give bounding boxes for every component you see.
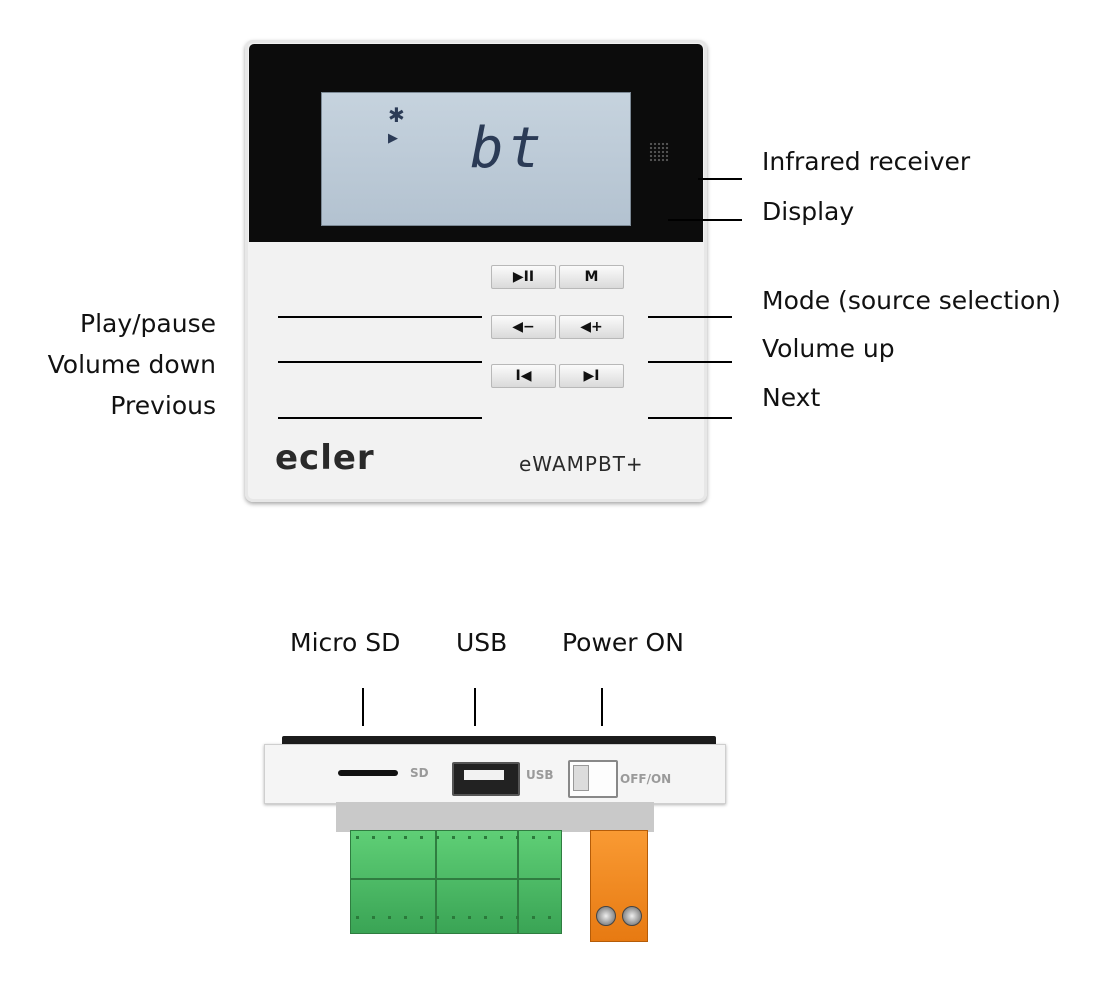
- front-panel: ✱ ▶ bt ▶II M ◀− ◀+ I◀ ▶I ecler eWAMPBT+: [245, 40, 707, 502]
- volume-down-label: Volume down: [47, 350, 216, 379]
- micro-sd-leader: [362, 688, 364, 726]
- volume-up-button[interactable]: ◀+: [559, 315, 624, 339]
- volume-down-leader: [278, 361, 482, 363]
- usb-label: USB: [456, 628, 508, 657]
- previous-label: Previous: [110, 391, 216, 420]
- volume-down-button[interactable]: ◀−: [491, 315, 556, 339]
- terminal-pins-top: [356, 836, 556, 839]
- infrared-receiver-window: [649, 142, 669, 162]
- play-pause-label: Play/pause: [80, 309, 216, 338]
- power-switch[interactable]: [568, 760, 618, 798]
- next-leader: [648, 417, 732, 419]
- usb-marking: USB: [526, 768, 554, 782]
- previous-button[interactable]: I◀: [491, 364, 556, 388]
- play-indicator-icon: ▶: [388, 131, 398, 146]
- bluetooth-icon: ✱: [388, 103, 405, 127]
- usb-leader: [474, 688, 476, 726]
- terminal-pins-bottom: [356, 916, 556, 919]
- lcd-text: bt: [470, 116, 546, 181]
- lcd-display: ✱ ▶ bt: [321, 92, 631, 226]
- volume-up-label: Volume up: [762, 334, 895, 363]
- display-bezel: ✱ ▶ bt: [249, 44, 703, 242]
- micro-sd-label: Micro SD: [290, 628, 401, 657]
- play-pause-button[interactable]: ▶II: [491, 265, 556, 289]
- display-label: Display: [762, 197, 855, 226]
- power-on-label: Power ON: [562, 628, 684, 657]
- mode-button[interactable]: M: [559, 265, 624, 289]
- power-switch-lever[interactable]: [573, 765, 589, 791]
- device-top-edge: [282, 736, 716, 746]
- volume-up-leader: [648, 361, 732, 363]
- previous-leader: [278, 417, 482, 419]
- next-label: Next: [762, 383, 821, 412]
- power-on-leader: [601, 688, 603, 726]
- off-on-marking: OFF/ON: [620, 772, 672, 786]
- rear-housing: [336, 802, 654, 832]
- infrared-receiver-label: Infrared receiver: [762, 147, 971, 176]
- screw-icon: [622, 906, 642, 926]
- brand-logo: ecler: [275, 438, 375, 478]
- usb-port-tongue: [464, 770, 504, 780]
- sd-marking: SD: [410, 766, 429, 780]
- model-name: eWAMPBT+: [519, 452, 644, 476]
- infrared-receiver-leader: [698, 178, 742, 180]
- mode-leader: [648, 316, 732, 318]
- mode-label: Mode (source selection): [762, 286, 1061, 315]
- display-leader: [668, 219, 742, 221]
- screw-icon: [596, 906, 616, 926]
- play-pause-leader: [278, 316, 482, 318]
- power-connector: [590, 830, 648, 942]
- terminal-divider: [350, 878, 560, 880]
- next-button[interactable]: ▶I: [559, 364, 624, 388]
- usb-port[interactable]: [452, 762, 520, 796]
- micro-sd-slot[interactable]: [338, 770, 398, 776]
